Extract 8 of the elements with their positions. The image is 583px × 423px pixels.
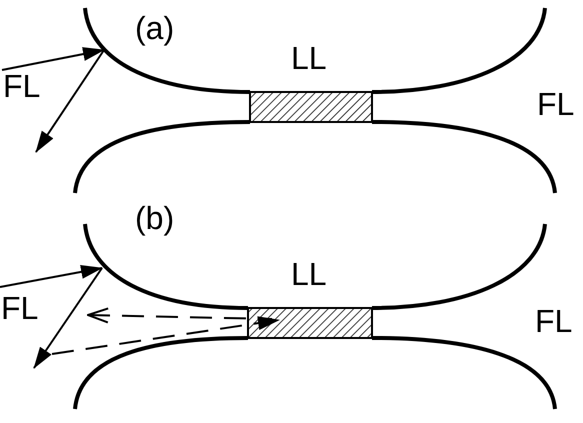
panel-label: (b) bbox=[135, 202, 174, 234]
region-label: FL bbox=[537, 88, 574, 120]
region-label: FL bbox=[3, 70, 40, 102]
region-label: LL bbox=[291, 42, 327, 74]
region-label: FL bbox=[1, 292, 38, 324]
panel-label: (a) bbox=[135, 12, 174, 44]
region-label: LL bbox=[291, 258, 327, 290]
region-label: FL bbox=[535, 305, 572, 337]
